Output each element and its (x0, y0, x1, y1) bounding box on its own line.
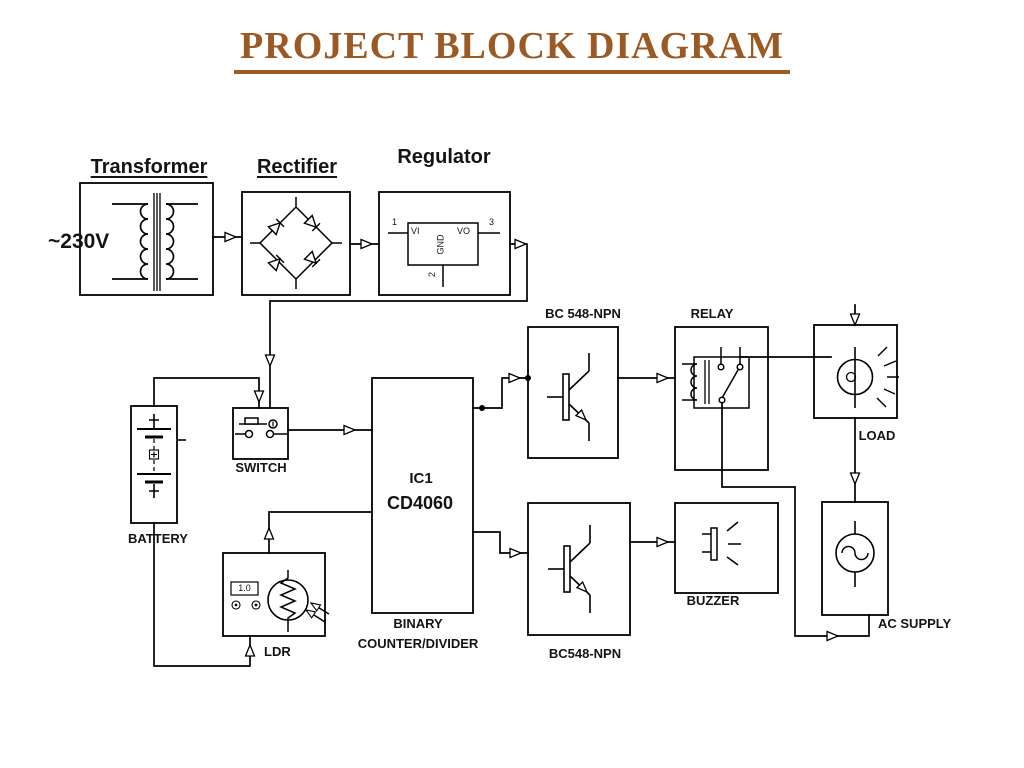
arrowheads (224, 231, 861, 657)
arrow-down-icon (253, 390, 265, 404)
load-lamp-symbol (836, 346, 899, 408)
ic-part-label: CD4060 (386, 493, 454, 513)
input-voltage-label: ~230V (48, 230, 110, 253)
relay-label: RELAY (690, 306, 734, 321)
ldr-symbol (230, 570, 330, 632)
arrow-right-icon (826, 630, 840, 642)
ic-desc-line2: COUNTER/DIVIDER (357, 636, 479, 651)
wire-ic-to-transistor-upper (472, 377, 529, 409)
arrow-up-icon (263, 526, 275, 540)
ac-supply-label: AC SUPPLY (878, 616, 952, 631)
load-label: LOAD (858, 428, 896, 443)
regulator-pin-leads (388, 232, 500, 287)
ac-source-symbol (835, 521, 875, 587)
npn-transistor-upper-symbol (546, 352, 590, 442)
switch-button-icon (268, 419, 278, 429)
buzzer-symbol (702, 521, 741, 566)
arrow-right-icon (360, 238, 374, 250)
regulator-pin-3: 3 (489, 217, 495, 227)
buzzer-label: BUZZER (686, 593, 740, 608)
wire-ldr-to-ic (268, 511, 373, 554)
arrow-up-icon (244, 643, 256, 657)
sound-rays-icon (726, 521, 741, 566)
ic-desc-line1: BINARY (393, 616, 443, 631)
ac-supply-box (821, 501, 889, 616)
switch-label: SWITCH (235, 460, 287, 475)
arrow-down-icon (264, 354, 276, 368)
page-title: PROJECT BLOCK DIAGRAM (234, 25, 790, 74)
ic-name-label: IC1 (409, 470, 433, 487)
regulator-pin-gnd: GND (435, 234, 446, 255)
transformer-symbol (112, 193, 198, 291)
arrow-right-icon (514, 238, 528, 250)
arrow-right-icon (509, 547, 523, 559)
arrow-right-icon (343, 424, 357, 436)
ic-box (371, 377, 474, 614)
regulator-pin-2: 2 (427, 271, 438, 278)
arrow-right-icon (656, 536, 670, 548)
wire-ic-to-transistor-lower (472, 531, 529, 554)
buzzer-box (674, 502, 779, 594)
junction-dot (479, 405, 485, 411)
ldr-reading-display (230, 581, 259, 596)
npn-transistor-lower-symbol (547, 524, 591, 614)
relay-symbol (682, 347, 744, 404)
switch-symbol (235, 417, 287, 439)
transformer-box (79, 182, 214, 296)
wire-battery-to-switch (153, 377, 260, 409)
rectifier-label: Rectifier (256, 156, 338, 178)
regulator-pin-vo: VO (457, 226, 471, 236)
arrow-down-icon (849, 313, 861, 327)
regulator-label: Regulator (397, 146, 491, 168)
transistor-lower-label: BC548-NPN (548, 646, 622, 661)
ldr-box (222, 552, 326, 637)
transistor-upper-box (527, 326, 619, 459)
ldr-indicator-icons (231, 600, 261, 610)
title-bar: PROJECT BLOCK DIAGRAM (0, 25, 1024, 74)
arrow-right-icon (224, 231, 238, 243)
wire-relay-to-ac-supply (721, 402, 870, 637)
battery-label: BATTERY (128, 531, 188, 546)
transistor-upper-label: BC 548-NPN (545, 306, 621, 321)
regulator-pin-1: 1 (392, 217, 398, 227)
light-rays-icon (876, 346, 899, 408)
transformer-label: Transformer (90, 156, 208, 178)
arrow-right-icon (656, 372, 670, 384)
rectifier-bridge-symbol (250, 197, 342, 289)
wire-regulator-to-switch (269, 243, 528, 409)
arrow-right-icon (508, 372, 522, 384)
arrow-down-icon (849, 472, 861, 486)
transistor-lower-box (527, 502, 631, 636)
ldr-label: LDR (264, 644, 291, 659)
junction-dot (525, 375, 531, 381)
switch-box (232, 407, 289, 460)
battery-symbol (137, 414, 186, 498)
regulator-pin-vi: VI (411, 226, 420, 236)
ldr-reading: 1.0 (238, 583, 251, 593)
